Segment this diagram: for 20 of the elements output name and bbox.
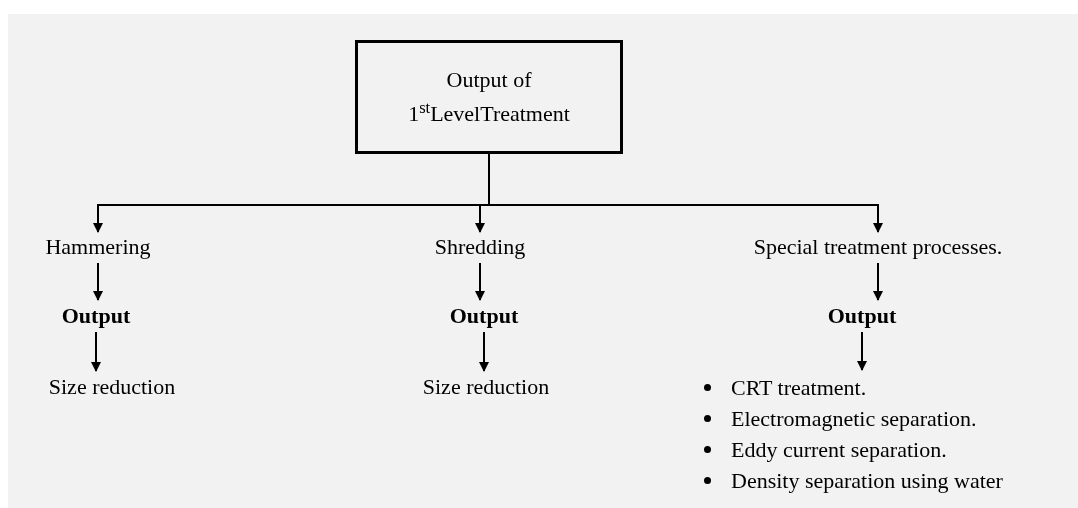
arrow [93, 262, 103, 301]
list-item: CRT treatment. [731, 374, 867, 402]
step-label: Special treatment processes. [753, 233, 1003, 261]
list-item: Density separation using water [731, 467, 1003, 495]
arrow [857, 331, 867, 371]
step-label: Hammering [45, 233, 151, 261]
process-box [355, 40, 623, 154]
step-label: Size reduction [422, 373, 550, 401]
list-item: Eddy current separation. [731, 436, 947, 464]
box-label: Output of 1$^{st}$LevelTreatment [407, 66, 571, 128]
output-label: Output [61, 302, 131, 330]
step-label: Shredding [434, 233, 526, 261]
arrow [475, 262, 485, 301]
arrow [479, 331, 489, 372]
output-label: Output [449, 302, 519, 330]
output-label: Output [827, 302, 897, 330]
list-item: Electromagnetic separation. [731, 405, 977, 433]
arrow [873, 262, 883, 301]
arrow [91, 331, 101, 372]
step-label: Size reduction [48, 373, 176, 401]
